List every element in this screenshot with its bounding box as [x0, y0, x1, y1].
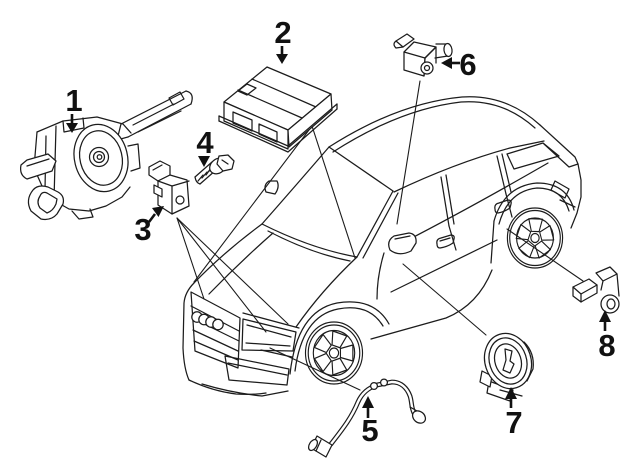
front-door-handle — [436, 234, 455, 249]
callout-3[interactable]: 3 — [134, 206, 164, 247]
callout-number-6[interactable]: 6 — [459, 47, 476, 82]
callout-1[interactable]: 1 — [65, 83, 83, 133]
leader-line — [269, 347, 361, 391]
part-mounting-bolt — [194, 154, 235, 185]
callout-arrowhead — [198, 156, 210, 167]
part-round-sensor-module — [479, 332, 534, 402]
callout-arrowhead — [276, 54, 288, 64]
front-wheel — [304, 321, 364, 385]
callout-arrowhead — [66, 123, 78, 133]
leader-line — [176, 217, 205, 300]
harness-connector — [411, 410, 427, 424]
part-airbag-control-module — [218, 66, 338, 153]
callout-number-4[interactable]: 4 — [196, 125, 214, 160]
leader-line — [402, 263, 487, 336]
part-front-impact-sensor — [148, 160, 190, 215]
callout-number-3[interactable]: 3 — [134, 212, 151, 247]
lower-intake — [201, 355, 290, 397]
callout-7[interactable]: 7 — [505, 387, 523, 440]
side-mirror — [388, 232, 417, 255]
callout-8[interactable]: 8 — [598, 310, 616, 363]
callout-arrowhead — [152, 206, 164, 217]
callout-2[interactable]: 2 — [274, 15, 292, 64]
part-wiring-harness — [307, 378, 427, 458]
leader-line — [193, 125, 313, 283]
harness-clip — [379, 378, 389, 387]
callout-5[interactable]: 5 — [361, 396, 379, 448]
vehicle-illustration — [182, 96, 582, 397]
rear-door-handle — [494, 199, 512, 214]
callout-number-7[interactable]: 7 — [505, 405, 522, 440]
callout-arrowhead — [441, 57, 452, 69]
leader-line — [506, 228, 584, 282]
leader-line — [176, 217, 267, 333]
callout-arrowhead — [505, 387, 517, 399]
part-clockspring-with-column-switches — [20, 90, 193, 221]
part-side-impact-sensor-upper — [393, 33, 453, 77]
part-rear-impact-sensor — [572, 266, 620, 314]
audi-rings-logo — [191, 311, 224, 331]
callout-number-8[interactable]: 8 — [598, 328, 615, 363]
callout-6[interactable]: 6 — [441, 47, 477, 82]
taillight — [550, 180, 570, 199]
callout-arrow — [147, 213, 157, 223]
harness-clip — [369, 381, 379, 391]
leader-line — [311, 125, 356, 259]
grille — [190, 291, 241, 369]
leader-line — [396, 80, 421, 225]
headlight — [241, 318, 297, 352]
callout-number-1[interactable]: 1 — [65, 83, 82, 118]
callout-arrowhead — [362, 396, 374, 408]
leader-lines — [176, 80, 584, 391]
callout-number-2[interactable]: 2 — [274, 15, 291, 50]
rear-wheel — [506, 207, 564, 269]
callout-arrowhead — [599, 310, 611, 322]
leader-line — [176, 217, 289, 325]
callout-4[interactable]: 4 — [196, 125, 214, 167]
far-mirror — [264, 180, 279, 195]
callout-number-5[interactable]: 5 — [361, 413, 378, 448]
